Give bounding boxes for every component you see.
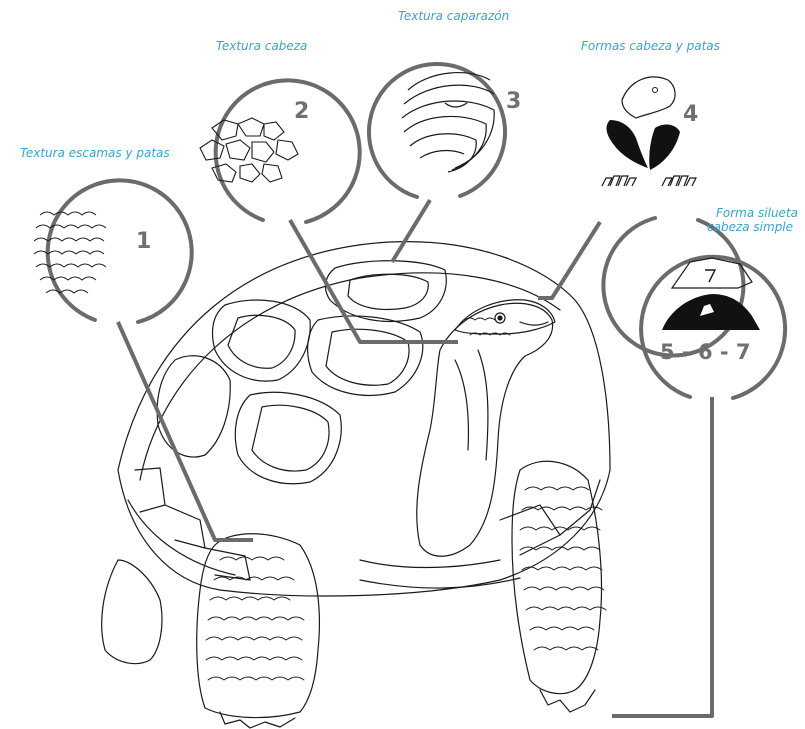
callout-number-5-6-7: 5 - 6 - 7 [660,340,751,364]
caption-1: Textura escamas y patas [20,146,170,160]
caption-5-line-1: Forma silueta [716,206,798,220]
caption-5-line-2: cabeza simple [707,220,793,234]
shell-outline [118,242,610,596]
shell-scute [212,300,310,381]
tortoise-right-leg [512,461,602,693]
callout-number-1: 1 [136,230,151,254]
tortoise-illustration [102,242,610,728]
connector-1 [118,322,253,540]
connector-5 [612,397,712,716]
callout-circle-2 [216,80,360,222]
shell-texture-icon [402,73,494,172]
shell-scute [308,316,423,395]
callout-number-2: 2 [294,100,309,124]
callout-circle-3 [369,64,505,197]
caption-3: Textura caparazón [398,9,509,23]
caption-4: Formas cabeza y patas [581,39,720,53]
tortoise-left-leg [197,534,320,718]
tortoise-rear-leg [102,560,162,664]
connector-4 [538,222,600,298]
connector-3 [392,200,430,262]
callout-number-3: 3 [506,90,521,114]
callout-number-4: 4 [683,103,698,127]
scales-texture-icon [34,212,106,293]
caption-2: Textura cabeza [216,39,307,53]
head-legs-shapes-icon [602,77,696,186]
shell-scute [157,356,230,457]
